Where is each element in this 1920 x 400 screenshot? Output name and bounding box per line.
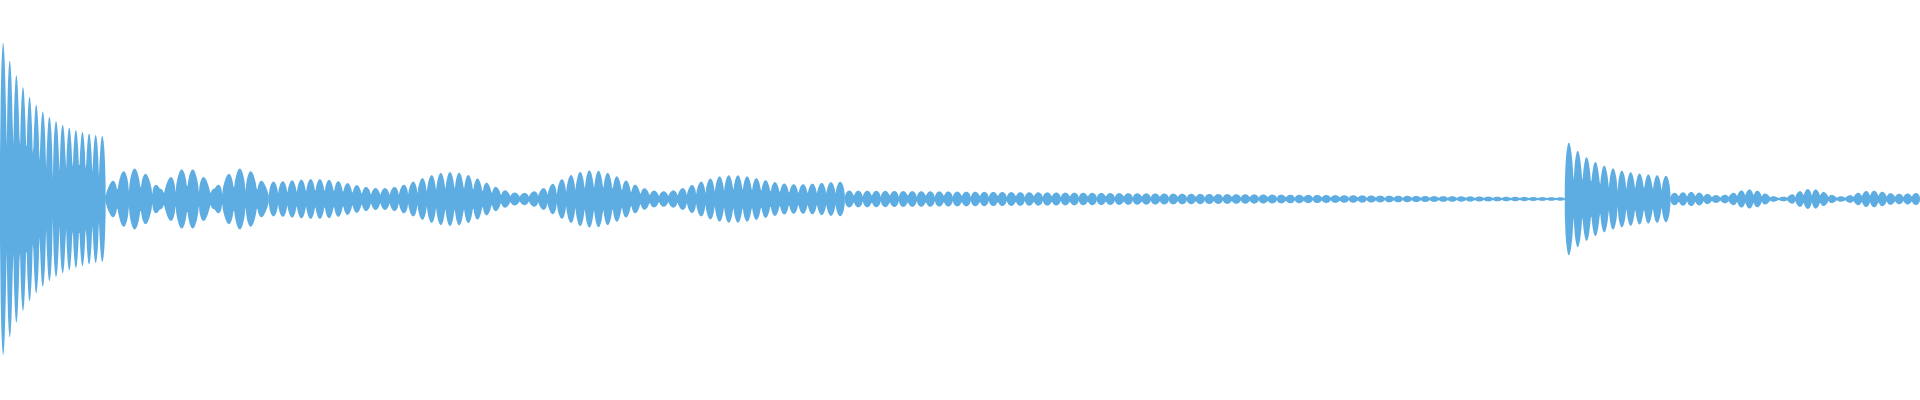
waveform-fade-tail [844,190,1565,208]
waveform-attack-burst [0,42,106,356]
waveform-segments [0,42,1920,356]
waveform-late-ripple [1670,189,1920,209]
waveform-sustained-ripple [268,170,845,228]
waveform-second-burst [1564,142,1671,256]
waveform-early-ripple [105,168,269,230]
